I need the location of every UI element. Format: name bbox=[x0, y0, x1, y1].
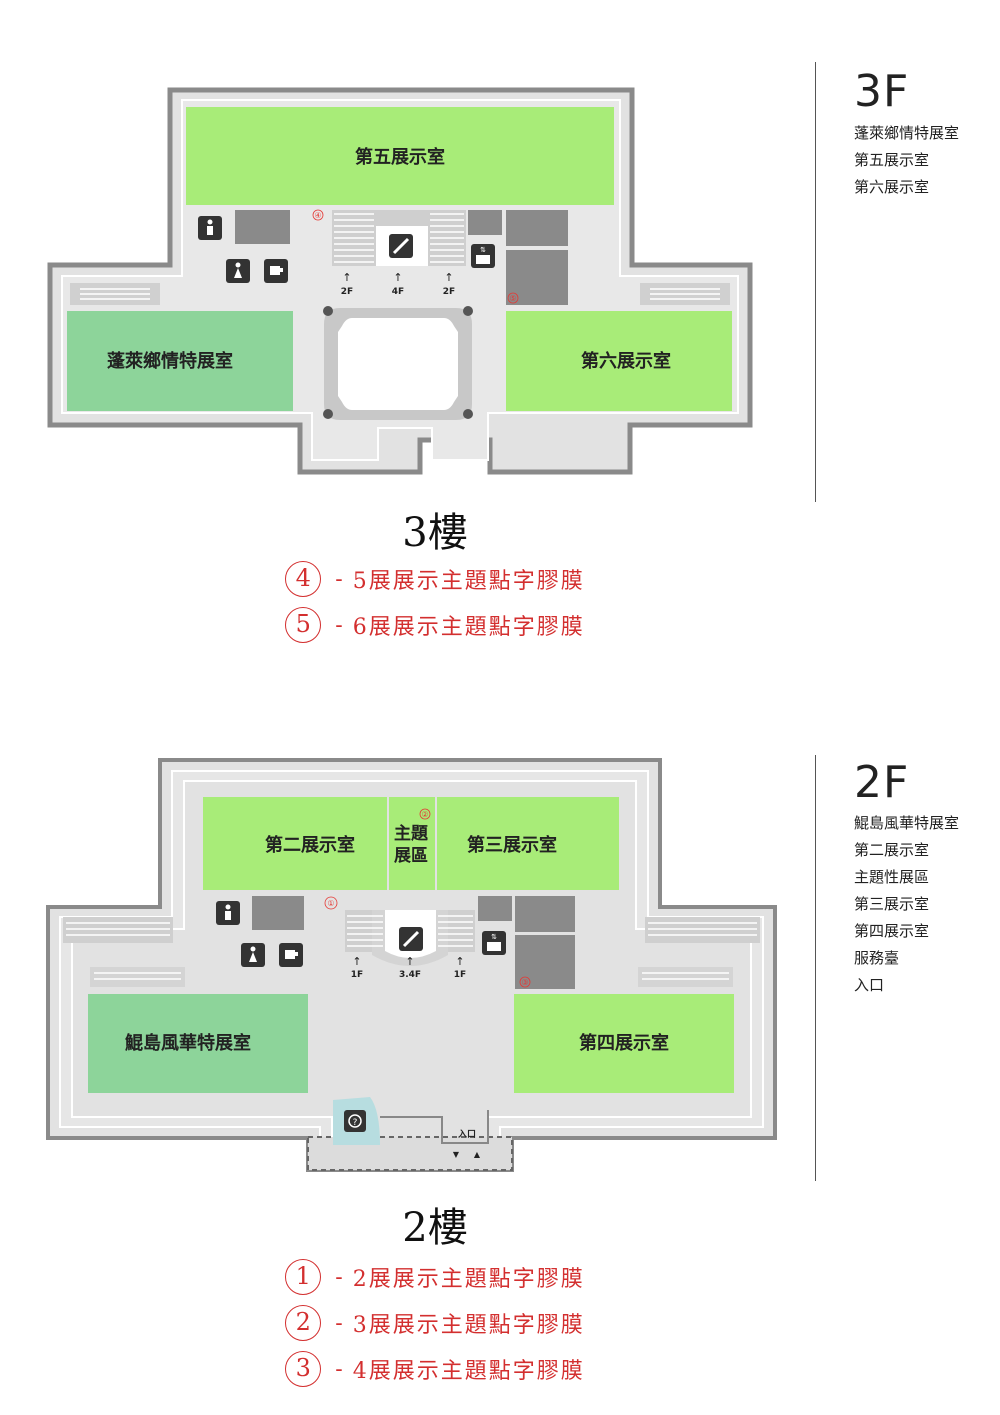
list-item: 入口 bbox=[854, 976, 885, 994]
list-item: 第五展示室 bbox=[854, 151, 930, 169]
svg-text:④: ④ bbox=[314, 211, 321, 220]
marker-2 bbox=[419, 808, 431, 820]
svg-text:↑: ↑ bbox=[455, 955, 464, 968]
marker-1 bbox=[324, 896, 338, 910]
svg-text:⑤: ⑤ bbox=[509, 294, 516, 303]
room-theme-label-1: 主題 bbox=[394, 823, 429, 844]
floor2-caption: 2樓 bbox=[402, 1205, 468, 1251]
room-theme[interactable] bbox=[389, 797, 435, 890]
floor3-stair-arrows: ↑ 2F ↑ 4F ↑ 2F bbox=[341, 271, 455, 297]
floor3-legend: 4 - 5展展示主題點字膠膜 5 - 6展展示主題點字膠膜 bbox=[0, 556, 870, 648]
svg-text:↑: ↑ bbox=[405, 955, 414, 968]
floor2-stair-arrows: ↑ 1F ↑ 3.4F ↑ 1F bbox=[351, 955, 466, 980]
room-theme-label-2: 展區 bbox=[394, 846, 428, 866]
svg-text:1F: 1F bbox=[351, 970, 363, 980]
svg-text:2F: 2F bbox=[443, 287, 455, 297]
floor2-sidebar: 2F 鯤島風華特展室 第二展示室 主題性展區 第三展示室 第四展示室 服務臺 入… bbox=[815, 755, 959, 1181]
room-penglai-label: 蓬萊鄉情特展室 bbox=[107, 350, 233, 372]
floor3-stairs bbox=[332, 210, 466, 266]
room-sixth[interactable] bbox=[506, 311, 732, 411]
legend-text: 6展展示主題點字膠膜 bbox=[352, 615, 585, 640]
svg-text:↑: ↑ bbox=[444, 271, 453, 284]
marker-4 bbox=[312, 209, 324, 221]
marker-circle: 3 bbox=[285, 1351, 322, 1387]
svg-text:⇅: ⇅ bbox=[480, 246, 486, 254]
legend-row: 2 - 3展展示主題點字膠膜 bbox=[0, 1300, 870, 1346]
list-item: 第三展示室 bbox=[854, 895, 930, 913]
svg-text:1F: 1F bbox=[454, 970, 466, 980]
legend-text: 4展展示主題點字膠膜 bbox=[352, 1359, 585, 1384]
room-kundao-label: 鯤島風華特展室 bbox=[124, 1032, 251, 1054]
legend-text: 5展展示主題點字膠膜 bbox=[352, 569, 585, 594]
floor2-legend: 1 - 2展展示主題點字膠膜 2 - 3展展示主題點字膠膜 3 - 4展展示主題… bbox=[0, 1254, 870, 1392]
room-third-label: 第三展示室 bbox=[467, 834, 557, 856]
room-fourth[interactable] bbox=[514, 994, 734, 1093]
legend-row: 3 - 4展展示主題點字膠膜 bbox=[0, 1346, 870, 1392]
floor3-code: 3F bbox=[854, 66, 910, 117]
floor3-map: 第五展示室 蓬萊鄉情特展室 第六展示室 ⇅ bbox=[0, 0, 800, 490]
room-sixth-label: 第六展示室 bbox=[581, 350, 671, 372]
room-second-label: 第二展示室 bbox=[265, 834, 355, 856]
svg-text:↑: ↑ bbox=[352, 955, 361, 968]
room-fourth-label: 第四展示室 bbox=[579, 1032, 669, 1054]
legend-row: 4 - 5展展示主題點字膠膜 bbox=[0, 556, 870, 602]
room-fifth[interactable] bbox=[186, 107, 614, 205]
list-item: 服務臺 bbox=[854, 949, 900, 967]
floor3-sidebar: 3F 蓬萊鄉情特展室 第五展示室 第六展示室 bbox=[815, 62, 959, 502]
legend-text: 2展展示主題點字膠膜 bbox=[352, 1267, 585, 1292]
marker-3 bbox=[519, 976, 531, 988]
svg-text:↑: ↑ bbox=[393, 271, 402, 284]
svg-text:③: ③ bbox=[521, 978, 528, 987]
room-second[interactable] bbox=[203, 797, 387, 890]
floor2-code: 2F bbox=[854, 757, 910, 808]
list-item: 主題性展區 bbox=[854, 868, 930, 886]
svg-text:4F: 4F bbox=[392, 287, 404, 297]
svg-text:↑: ↑ bbox=[342, 271, 351, 284]
info-icon bbox=[344, 1110, 366, 1132]
list-item: 第四展示室 bbox=[854, 922, 930, 940]
list-item: 蓬萊鄉情特展室 bbox=[854, 124, 960, 142]
room-fifth-label: 第五展示室 bbox=[355, 146, 445, 168]
floor2-map: 第二展示室 主題 展區 第三展示室 鯤島風華特展室 第四展示室 bbox=[0, 745, 800, 1185]
marker-circle: 2 bbox=[285, 1305, 322, 1341]
svg-text:2F: 2F bbox=[341, 287, 353, 297]
room-penglai[interactable] bbox=[67, 311, 293, 411]
legend-row: 1 - 2展展示主題點字膠膜 bbox=[0, 1254, 870, 1300]
marker-circle: 4 bbox=[285, 561, 322, 597]
floor2-stairs bbox=[345, 910, 475, 966]
list-item: 鯤島風華特展室 bbox=[854, 814, 960, 832]
legend-text: 3展展示主題點字膠膜 bbox=[352, 1313, 585, 1338]
floor3-caption: 3樓 bbox=[402, 510, 468, 556]
marker-circle: 5 bbox=[285, 607, 322, 643]
svg-text:▲: ▲ bbox=[474, 1150, 481, 1159]
list-item: 第六展示室 bbox=[854, 178, 930, 196]
room-third[interactable] bbox=[437, 797, 619, 890]
svg-text:①: ① bbox=[327, 899, 334, 908]
room-kundao[interactable] bbox=[88, 994, 308, 1093]
floor3-room-list: 蓬萊鄉情特展室 第五展示室 第六展示室 bbox=[854, 120, 959, 201]
svg-text:②: ② bbox=[421, 810, 428, 819]
floor2-room-list: 鯤島風華特展室 第二展示室 主題性展區 第三展示室 第四展示室 服務臺 入口 bbox=[854, 810, 959, 999]
marker-5 bbox=[507, 292, 519, 304]
entrance-label: 入口 bbox=[457, 1129, 476, 1140]
svg-text:3.4F: 3.4F bbox=[399, 970, 421, 980]
svg-text:⇅: ⇅ bbox=[491, 933, 497, 941]
list-item: 第二展示室 bbox=[854, 841, 930, 859]
marker-circle: 1 bbox=[285, 1259, 322, 1295]
svg-text:▼: ▼ bbox=[453, 1150, 460, 1159]
legend-row: 5 - 6展展示主題點字膠膜 bbox=[0, 602, 870, 648]
svg-text:?: ? bbox=[353, 1118, 358, 1128]
